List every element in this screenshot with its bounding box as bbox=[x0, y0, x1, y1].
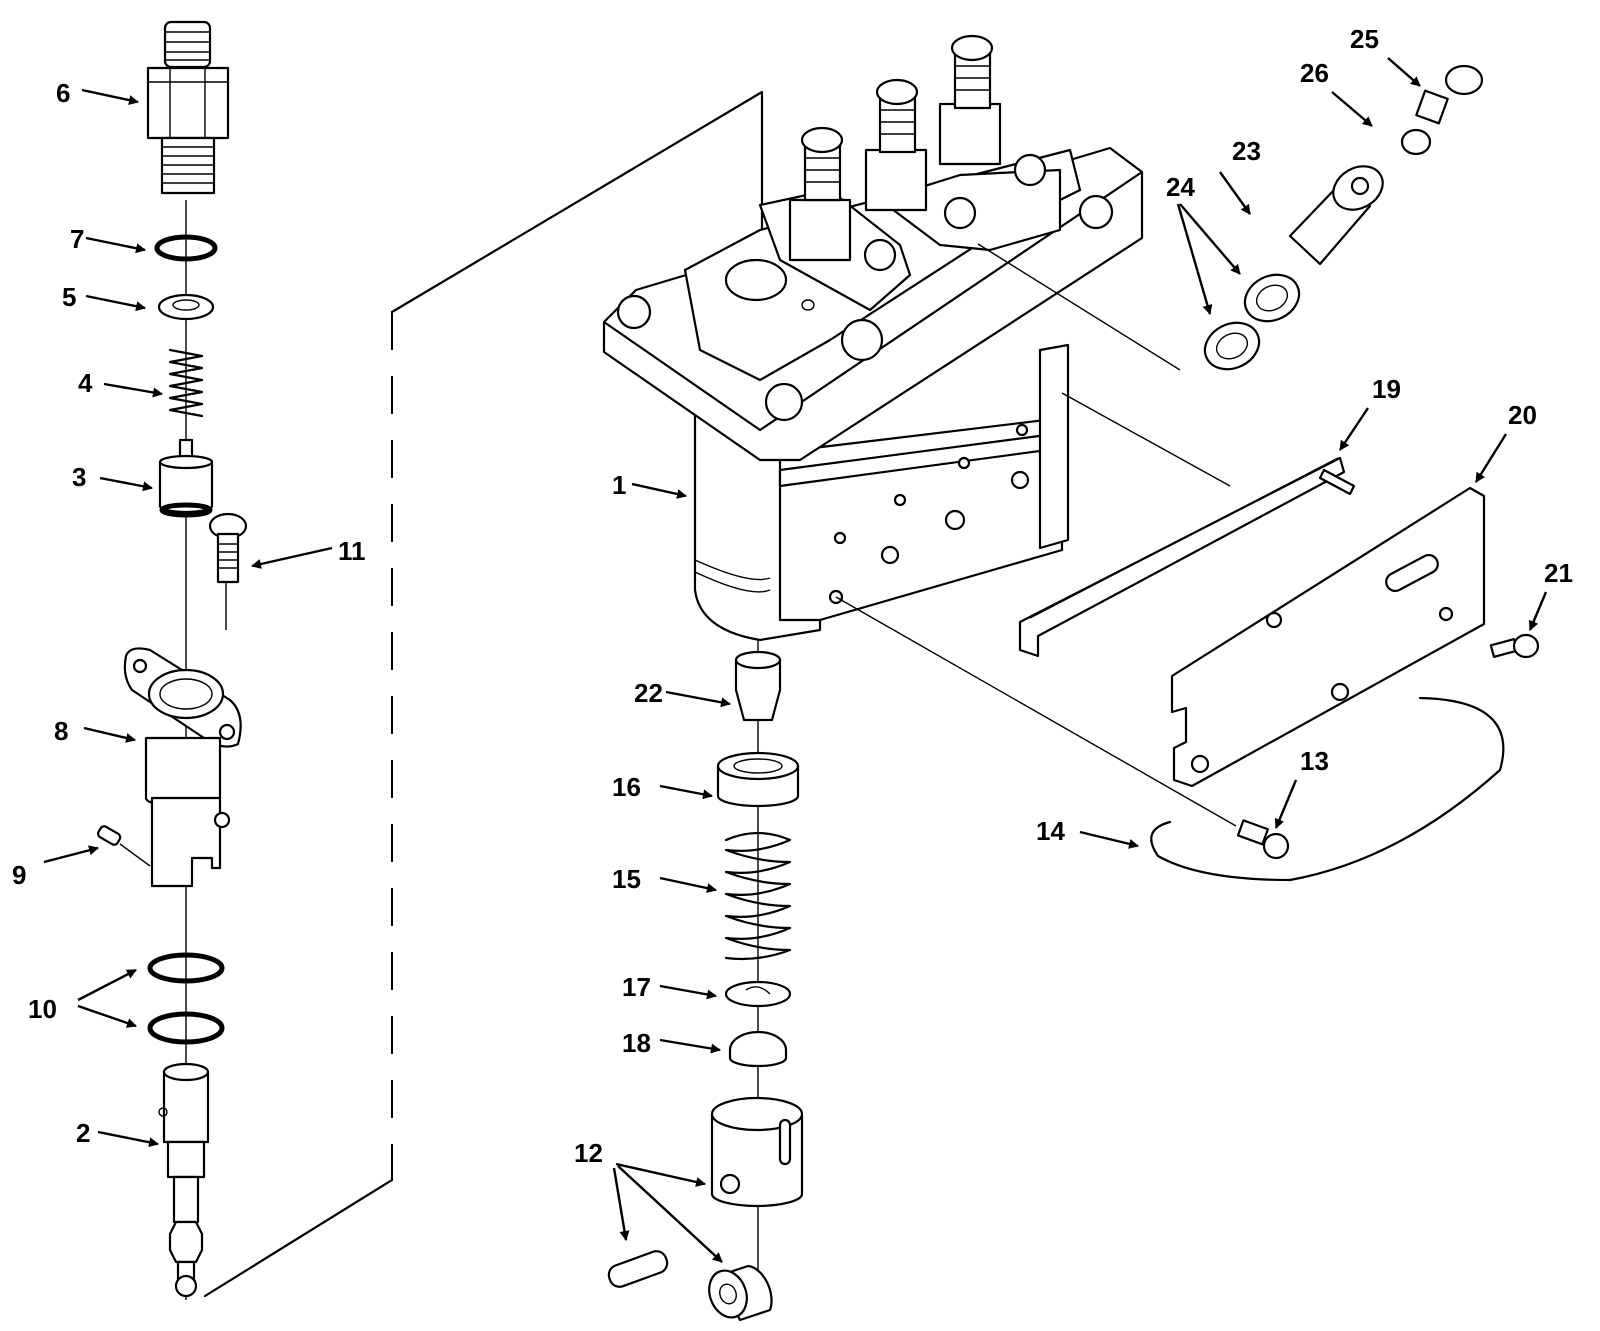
callout-arrows bbox=[43, 57, 1548, 1263]
callout-7: 7 bbox=[70, 224, 84, 254]
wire-clip bbox=[1150, 696, 1505, 882]
holder-a bbox=[788, 126, 852, 262]
left-assembly bbox=[96, 20, 248, 1300]
callout-23: 23 bbox=[1232, 136, 1261, 166]
callout-24: 24 bbox=[1166, 172, 1195, 202]
callout-3: 3 bbox=[72, 462, 86, 492]
callout-4: 4 bbox=[78, 368, 93, 398]
bleed-fitting bbox=[1203, 64, 1484, 371]
callout-labels: 6 7 5 4 3 11 8 9 10 2 1 22 16 15 17 18 1… bbox=[12, 24, 1573, 1168]
screw-11 bbox=[208, 512, 248, 584]
callout-26: 26 bbox=[1300, 58, 1329, 88]
holder-c bbox=[938, 34, 1002, 166]
callout-22: 22 bbox=[634, 678, 663, 708]
plunger-barrel bbox=[123, 647, 242, 888]
callout-16: 16 bbox=[612, 772, 641, 802]
callout-8: 8 bbox=[54, 716, 68, 746]
callout-20: 20 bbox=[1508, 400, 1537, 430]
o-ring-10a bbox=[147, 952, 225, 984]
delivery-valve-holder bbox=[146, 20, 230, 195]
o-ring-7 bbox=[154, 234, 218, 262]
delivery-valve bbox=[158, 438, 214, 518]
callout-12: 12 bbox=[574, 1138, 603, 1168]
callout-15: 15 bbox=[612, 864, 641, 894]
callout-19: 19 bbox=[1372, 374, 1401, 404]
callout-14: 14 bbox=[1036, 816, 1065, 846]
callout-18: 18 bbox=[622, 1028, 651, 1058]
callout-13: 13 bbox=[1300, 746, 1329, 776]
pin-9 bbox=[96, 825, 151, 867]
gasket-5 bbox=[157, 293, 215, 321]
callout-21: 21 bbox=[1544, 558, 1573, 588]
holder-b bbox=[864, 78, 928, 212]
screw-21 bbox=[1489, 633, 1540, 659]
callout-25: 25 bbox=[1350, 24, 1379, 54]
injection-pump-body bbox=[602, 34, 1144, 642]
callout-6: 6 bbox=[56, 78, 70, 108]
o-ring-10b bbox=[147, 1011, 225, 1045]
cover-plate bbox=[1170, 486, 1486, 788]
callout-5: 5 bbox=[62, 282, 76, 312]
callout-9: 9 bbox=[12, 860, 26, 890]
spring-4 bbox=[168, 348, 204, 418]
callout-11: 11 bbox=[338, 536, 366, 566]
callout-1: 1 bbox=[612, 470, 626, 500]
callout-10: 10 bbox=[28, 994, 57, 1024]
control-rack bbox=[1018, 456, 1356, 658]
screw-13 bbox=[1236, 819, 1290, 860]
tappet-assembly bbox=[607, 640, 804, 1322]
plunger bbox=[158, 1062, 210, 1298]
callout-17: 17 bbox=[622, 972, 651, 1002]
callout-2: 2 bbox=[76, 1118, 90, 1148]
